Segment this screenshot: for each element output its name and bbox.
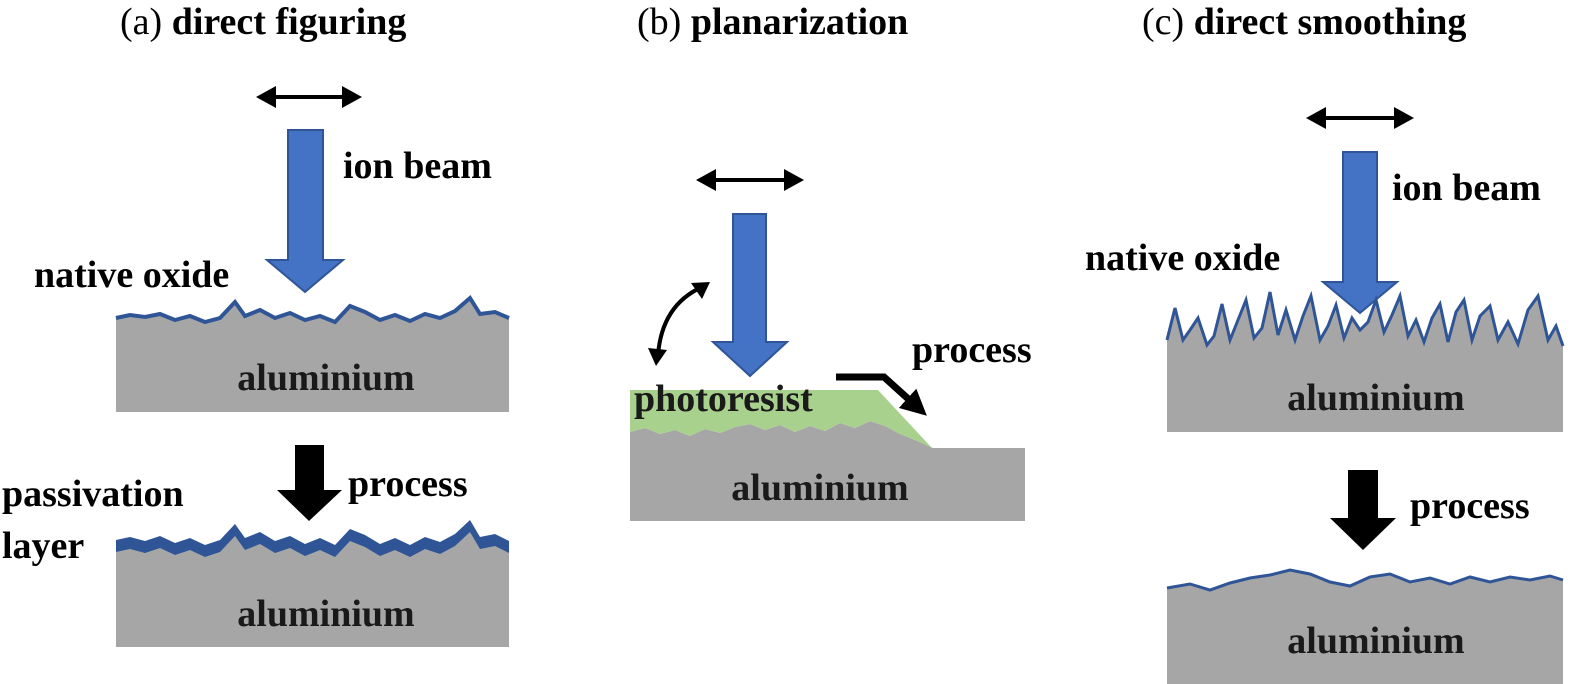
aluminium-substrate-c-bottom (1167, 570, 1563, 684)
panel-a-letter: (a) (120, 1, 162, 43)
native-oxide-label-c: native oxide (1085, 237, 1280, 279)
panel-c-letter: (c) (1142, 1, 1184, 43)
ion-beam-label-c: ion beam (1392, 167, 1541, 209)
process-arrow-icon (836, 373, 927, 416)
panel-a-title: (a) direct figuring (120, 1, 406, 43)
panel-b: (b) planarization photoresist aluminium … (630, 1, 1032, 521)
process-arrow-icon (277, 445, 342, 521)
panel-b-letter: (b) (637, 1, 681, 43)
aluminium-label-c-top: aluminium (1287, 377, 1464, 419)
process-label-a: process (348, 463, 468, 505)
smoothed-oxide-line (1166, 568, 1564, 592)
ion-beam-icon (1320, 151, 1400, 315)
ion-beam-icon (710, 213, 790, 378)
native-oxide-line-c (1165, 290, 1565, 349)
panel-c-title: (c) direct smoothing (1142, 1, 1466, 43)
process-label-c: process (1410, 485, 1530, 527)
aluminium-label-a-top: aluminium (237, 357, 414, 399)
passivation-label-line2: layer (2, 525, 84, 567)
aluminium-substrate-c-top (1167, 292, 1563, 432)
aluminium-label-a-bottom: aluminium (237, 593, 414, 635)
tilt-arc-head-top (691, 282, 710, 299)
tilt-arc-head-bottom (648, 348, 667, 366)
scan-arrow-icon (696, 169, 804, 191)
passivation-label-line1: passivation (2, 473, 184, 515)
panel-c-title-text: direct smoothing (1194, 1, 1467, 43)
native-oxide-line (115, 294, 510, 325)
aluminium-label-c-bottom: aluminium (1287, 620, 1464, 662)
panel-a: (a) direct figuring ion beam native oxid… (2, 1, 510, 647)
photoresist-label: photoresist (634, 378, 813, 420)
panel-a-title-text: direct figuring (172, 1, 407, 43)
aluminium-substrate-top (116, 298, 509, 412)
panel-b-title: (b) planarization (637, 1, 908, 43)
process-label-b: process (912, 329, 1032, 371)
native-oxide-label: native oxide (34, 254, 229, 296)
panel-c: (c) direct smoothing ion beam native oxi… (1085, 1, 1565, 684)
process-arrow-icon (1330, 470, 1396, 550)
ion-beam-icon (264, 129, 346, 294)
scan-arrow-icon (256, 86, 362, 108)
photoresist-layer (630, 390, 932, 448)
tilt-arc-icon (656, 285, 703, 356)
panel-b-title-text: planarization (691, 1, 908, 43)
aluminium-label-b: aluminium (731, 467, 908, 509)
ion-beam-label: ion beam (343, 145, 492, 187)
aluminium-substrate-bottom (116, 528, 509, 647)
scan-arrow-icon (1306, 107, 1414, 129)
aluminium-substrate-b (630, 421, 1025, 521)
passivation-layer (116, 520, 509, 557)
